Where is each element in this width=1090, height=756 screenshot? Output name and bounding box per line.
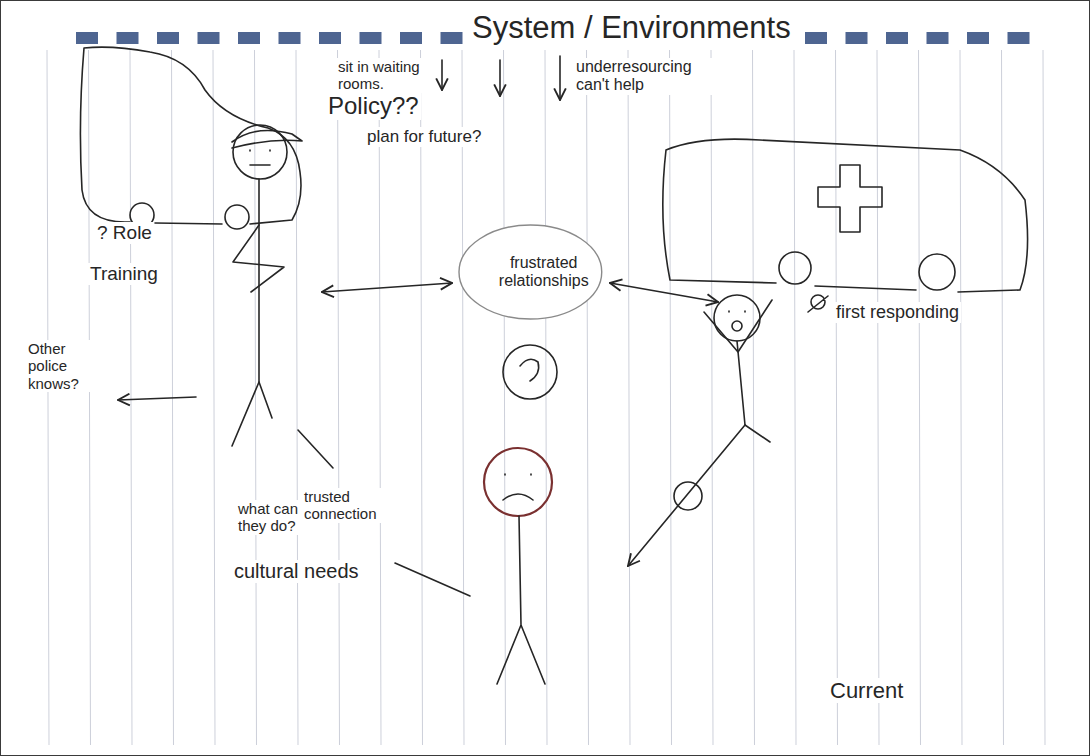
node-label: frustrated relationships <box>485 254 602 291</box>
handwritten-note: Current <box>828 678 905 703</box>
perforation-hole <box>279 32 301 44</box>
perforation-hole <box>360 32 382 44</box>
paramedic-eyes <box>729 311 745 312</box>
police-car <box>80 47 301 224</box>
double-arrow <box>610 283 718 302</box>
handwritten-note: sit in waiting rooms. <box>336 58 432 93</box>
perforation-hole <box>117 32 139 44</box>
paramedic-leg <box>745 425 770 442</box>
ambulance-wheel <box>919 254 955 290</box>
ruled-line <box>213 50 215 745</box>
face-mark <box>520 359 539 381</box>
circled-idea: frustrated relationships <box>458 224 603 320</box>
ruled-lines <box>47 50 1045 745</box>
ruled-line <box>89 50 91 745</box>
officer-face <box>250 150 270 165</box>
officer-cap <box>232 130 302 148</box>
ruled-line <box>670 50 672 745</box>
ruled-line <box>1002 50 1004 745</box>
officer-body <box>258 179 260 382</box>
perforation-hole <box>805 32 827 44</box>
ellipse-outline <box>459 225 602 319</box>
ruled-line <box>919 50 921 745</box>
pen-drawing <box>80 47 1027 684</box>
perforation-hole <box>157 32 179 44</box>
ruled-line <box>753 50 755 745</box>
perforation-hole <box>441 32 463 44</box>
handwritten-note: first responding <box>834 302 961 323</box>
ruled-line <box>545 50 547 745</box>
paramedic-mouth <box>732 321 742 331</box>
leader-line <box>298 430 333 468</box>
down-arrow <box>441 60 443 90</box>
ruled-line <box>379 50 381 745</box>
ruled-line <box>711 50 713 745</box>
ambulance-wheel <box>779 252 811 284</box>
leader-line <box>395 563 470 596</box>
perforation-hole <box>846 32 868 44</box>
handwritten-note: Other police knows? <box>26 340 94 392</box>
ambulance <box>663 139 1028 292</box>
handwritten-note: Policy?? <box>326 92 421 120</box>
small-face <box>503 345 557 399</box>
paramedic-arms <box>704 300 772 352</box>
paramedic-body <box>737 341 745 425</box>
ruled-line <box>504 50 506 745</box>
handwritten-note: Training <box>88 263 160 285</box>
ruled-line <box>421 50 423 745</box>
sad-face <box>503 474 533 500</box>
left-arrow <box>118 397 196 400</box>
handwritten-note: ? Role <box>95 222 154 244</box>
ruled-line <box>836 50 838 745</box>
medical-cross <box>818 165 882 232</box>
perforation-hole <box>927 32 949 44</box>
ruled-line <box>960 50 962 745</box>
ruled-line <box>794 50 796 745</box>
perforation-hole <box>400 32 422 44</box>
handwritten-note: what can they do? <box>236 500 312 535</box>
perforation-hole <box>967 32 989 44</box>
ruled-line <box>47 50 49 745</box>
handwritten-note: cultural needs <box>232 560 361 583</box>
crossed-out-mark <box>808 295 828 312</box>
officer-head <box>233 125 287 179</box>
handwritten-note: trusted connection <box>302 488 401 523</box>
down-arrow <box>559 56 561 100</box>
ruled-line <box>628 50 630 745</box>
small-circle <box>674 482 702 510</box>
ruled-line <box>877 50 879 745</box>
perforation-hole <box>1008 32 1030 44</box>
handwritten-note: underresourcing can't help <box>574 58 718 95</box>
paramedic-head <box>714 295 760 341</box>
officer-legs <box>232 382 272 446</box>
person-head <box>484 448 552 516</box>
down-arrow <box>499 60 501 96</box>
handwritten-note: plan for future? <box>365 127 483 147</box>
ruled-line <box>1043 50 1045 745</box>
diagonal-arrow <box>628 425 745 566</box>
sketch-heading: System / Environments <box>470 10 793 46</box>
perforation-hole <box>198 32 220 44</box>
perforation-hole <box>238 32 260 44</box>
ruled-line <box>462 50 464 745</box>
officer-arms <box>233 225 284 292</box>
ruled-line <box>255 50 257 745</box>
ruled-line <box>130 50 132 745</box>
double-arrow <box>322 283 452 292</box>
person-body <box>497 516 545 684</box>
perforation-hole <box>76 32 98 44</box>
perforation-hole <box>886 32 908 44</box>
ruled-line <box>587 50 589 745</box>
car-wheel <box>225 205 249 229</box>
perforation-hole <box>319 32 341 44</box>
ruled-line <box>338 50 340 745</box>
node-text-group: frustrated relationships <box>485 254 602 291</box>
